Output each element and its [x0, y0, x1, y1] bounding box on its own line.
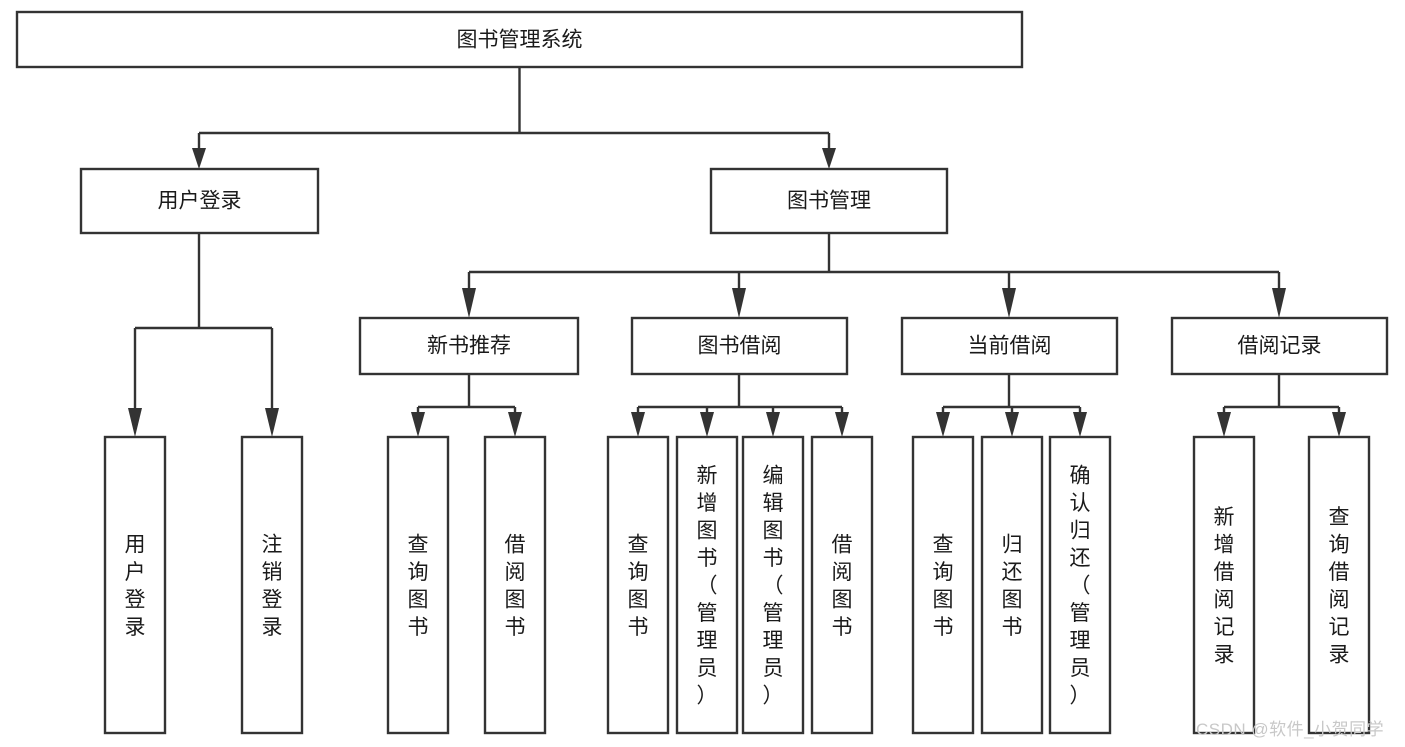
connector-group-borrow-record	[1217, 374, 1346, 437]
node-leaf-add-record[interactable]: 新增借阅记录	[1192, 435, 1256, 735]
node-current-borrow-label: 当前借阅	[968, 335, 1052, 358]
arrow-head-leaf-query-book-bor	[631, 412, 645, 437]
node-leaf-user-logout-box[interactable]	[240, 435, 304, 735]
node-borrow-record[interactable]: 借阅记录	[1170, 316, 1389, 376]
node-leaf-edit-book-label: 编辑图书（管理员）	[763, 465, 784, 708]
node-leaf-query-book-rec[interactable]: 查询图书	[386, 435, 450, 735]
node-current-borrow[interactable]: 当前借阅	[900, 316, 1119, 376]
node-book-borrow[interactable]: 图书借阅	[630, 316, 849, 376]
arrow-head-leaf-query-book-rec	[411, 412, 425, 437]
arrow-head-leaf-return-book	[1005, 412, 1019, 437]
node-book-manage-label: 图书管理	[787, 190, 871, 213]
arrow-head-leaf-borrow-book	[835, 412, 849, 437]
node-leaf-edit-book[interactable]: 编辑图书（管理员）	[741, 435, 805, 735]
node-leaf-user-logout[interactable]: 注销登录	[240, 435, 304, 735]
node-leaf-borrow-book-rec-label: 借阅图书	[505, 533, 526, 639]
arrow-head-leaf-confirm-return	[1073, 412, 1087, 437]
arrow-head-user-login	[192, 148, 206, 169]
node-leaf-add-book[interactable]: 新增图书（管理员）	[675, 435, 739, 735]
node-leaf-borrow-book-rec[interactable]: 借阅图书	[483, 435, 547, 735]
node-leaf-query-book-bor-box[interactable]	[606, 435, 670, 735]
node-root-box[interactable]	[15, 10, 1024, 69]
node-leaf-confirm-return[interactable]: 确认归还（管理员）	[1048, 435, 1112, 735]
node-book-manage[interactable]: 图书管理	[709, 167, 949, 235]
node-current-borrow-box[interactable]	[900, 316, 1119, 376]
connector-group-root	[192, 67, 836, 169]
arrow-head-new-book-rec	[462, 288, 476, 318]
node-leaf-borrow-book-box[interactable]	[810, 435, 874, 735]
node-book-manage-box[interactable]	[709, 167, 949, 235]
node-leaf-query-book-cur-box[interactable]	[911, 435, 975, 735]
node-leaf-return-book-box[interactable]	[980, 435, 1044, 735]
arrow-head-leaf-add-record	[1217, 412, 1231, 437]
arrow-head-leaf-borrow-book-rec	[508, 412, 522, 437]
node-book-borrow-box[interactable]	[630, 316, 849, 376]
node-leaf-query-record[interactable]: 查询借阅记录	[1307, 435, 1371, 735]
node-leaf-query-book-cur[interactable]: 查询图书	[911, 435, 975, 735]
node-leaf-add-record-box[interactable]	[1192, 435, 1256, 735]
connector-group-book-borrow	[631, 374, 849, 437]
connector-group-current-borrow	[936, 374, 1087, 437]
arrow-head-borrow-record	[1272, 288, 1286, 318]
node-user-login-label: 用户登录	[158, 190, 242, 213]
node-leaf-confirm-return-label: 确认归还（管理员）	[1070, 465, 1091, 708]
node-root[interactable]: 图书管理系统	[15, 10, 1024, 69]
node-borrow-record-label: 借阅记录	[1238, 335, 1322, 358]
connector-group-new-book-rec	[411, 374, 522, 437]
node-leaf-user-login[interactable]: 用户登录	[103, 435, 167, 735]
node-user-login-box[interactable]	[79, 167, 320, 235]
connector-group-user-login	[128, 233, 279, 437]
node-book-borrow-label: 图书借阅	[698, 335, 782, 358]
node-new-book-rec-label: 新书推荐	[427, 335, 511, 358]
node-leaf-user-login-box[interactable]	[103, 435, 167, 735]
arrow-head-leaf-add-book	[700, 412, 714, 437]
node-leaf-user-login-label: 用户登录	[125, 533, 146, 639]
arrow-head-leaf-edit-book	[766, 412, 780, 437]
arrow-head-leaf-query-book-cur	[936, 412, 950, 437]
node-leaf-add-record-label: 新增借阅记录	[1214, 506, 1235, 667]
node-leaf-query-record-box[interactable]	[1307, 435, 1371, 735]
node-leaf-borrow-book-rec-box[interactable]	[483, 435, 547, 735]
arrow-head-book-borrow	[732, 288, 746, 318]
node-leaf-borrow-book[interactable]: 借阅图书	[810, 435, 874, 735]
node-leaf-add-book-box[interactable]	[675, 435, 739, 735]
arrow-head-leaf-user-logout	[265, 408, 279, 437]
node-leaf-return-book-label: 归还图书	[1002, 533, 1023, 639]
node-leaf-edit-book-box[interactable]	[741, 435, 805, 735]
node-leaf-query-book-cur-label: 查询图书	[933, 533, 954, 639]
node-leaf-query-book-bor-label: 查询图书	[628, 533, 649, 639]
node-leaf-query-record-label: 查询借阅记录	[1329, 506, 1350, 667]
node-leaf-confirm-return-box[interactable]	[1048, 435, 1112, 735]
arrow-head-leaf-user-login	[128, 408, 142, 437]
node-leaf-return-book[interactable]: 归还图书	[980, 435, 1044, 735]
node-new-book-rec-box[interactable]	[358, 316, 580, 376]
node-new-book-rec[interactable]: 新书推荐	[358, 316, 580, 376]
node-borrow-record-box[interactable]	[1170, 316, 1389, 376]
node-leaf-query-book-bor[interactable]: 查询图书	[606, 435, 670, 735]
connector-group-book-manage	[462, 233, 1286, 318]
node-leaf-query-book-rec-label: 查询图书	[408, 533, 429, 639]
node-leaf-query-book-rec-box[interactable]	[386, 435, 450, 735]
arrow-head-current-borrow	[1002, 288, 1016, 318]
arrow-head-book-manage	[822, 148, 836, 169]
node-leaf-borrow-book-label: 借阅图书	[832, 533, 853, 639]
node-user-login[interactable]: 用户登录	[79, 167, 320, 235]
arrow-head-leaf-query-record	[1332, 412, 1346, 437]
node-leaf-user-logout-label: 注销登录	[262, 533, 283, 639]
node-root-label: 图书管理系统	[457, 29, 583, 52]
node-leaf-add-book-label: 新增图书（管理员）	[697, 465, 718, 708]
